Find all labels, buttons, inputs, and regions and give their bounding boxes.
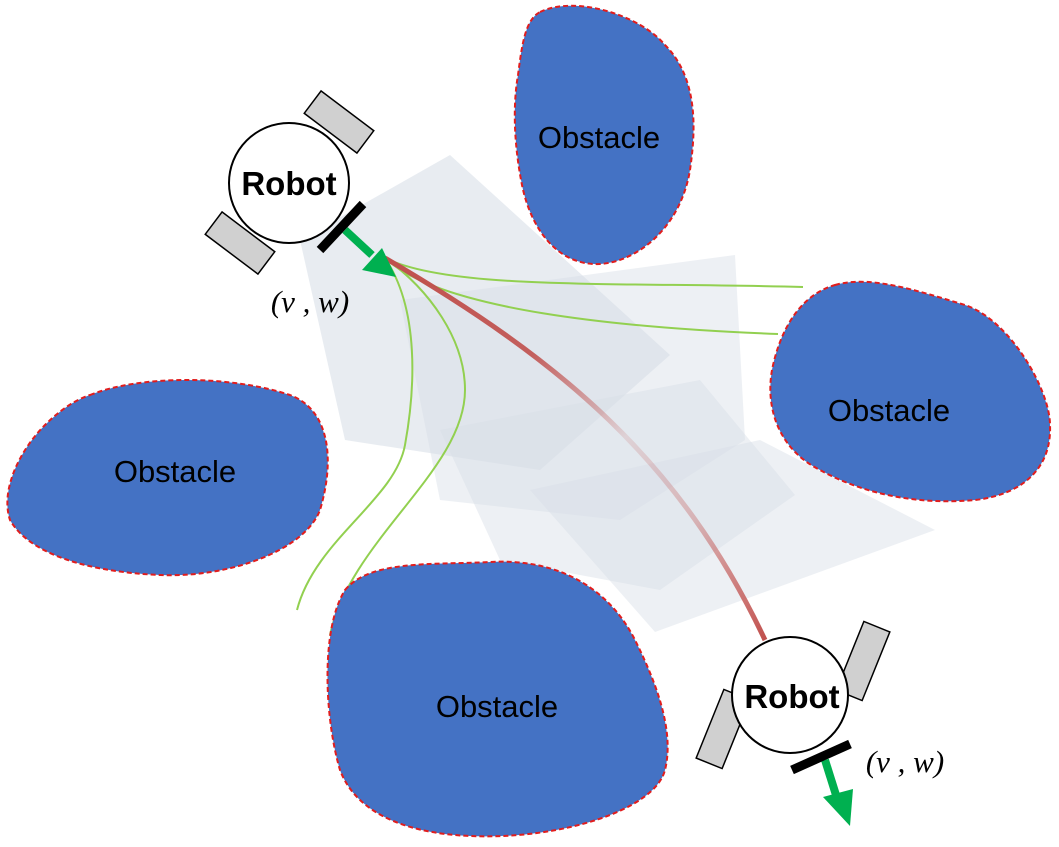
velocity-arrow-head	[362, 248, 396, 277]
candidate-trajectory	[384, 257, 804, 288]
robot-start: Robot (v , w)	[204, 89, 396, 319]
robot-body	[228, 122, 350, 244]
obstacle-right: Obstacle	[769, 280, 1052, 503]
caster	[790, 739, 852, 775]
robot-label: Robot	[241, 165, 336, 202]
sample-patch	[530, 440, 935, 632]
velocity-arrow-shaft	[821, 758, 840, 797]
obstacle-label: Obstacle	[538, 120, 660, 155]
obstacle-left: Obstacle	[6, 379, 329, 577]
obstacle-top: Obstacle	[513, 4, 695, 266]
velocity-command-label: (v , w)	[271, 284, 349, 319]
obstacle-bottom: Obstacle	[326, 560, 669, 838]
selected-trajectory	[383, 255, 768, 642]
wheel	[835, 620, 891, 702]
velocity-arrow-head	[823, 789, 853, 826]
obstacle-label: Obstacle	[436, 689, 558, 724]
candidate-trajectories	[296, 257, 804, 636]
robot-body	[731, 636, 849, 754]
velocity-command-label: (v , w)	[866, 744, 944, 779]
wheel	[303, 89, 375, 155]
candidate-trajectory	[296, 257, 414, 611]
velocity-arrow-shaft	[342, 227, 375, 258]
robot-label: Robot	[744, 678, 839, 715]
caster	[316, 200, 367, 254]
robot-goal: Robot (v , w)	[695, 620, 944, 826]
obstacle-label: Obstacle	[114, 454, 236, 489]
wheel	[204, 210, 276, 276]
obstacle-label: Obstacle	[828, 393, 950, 428]
candidate-trajectory	[329, 257, 467, 636]
